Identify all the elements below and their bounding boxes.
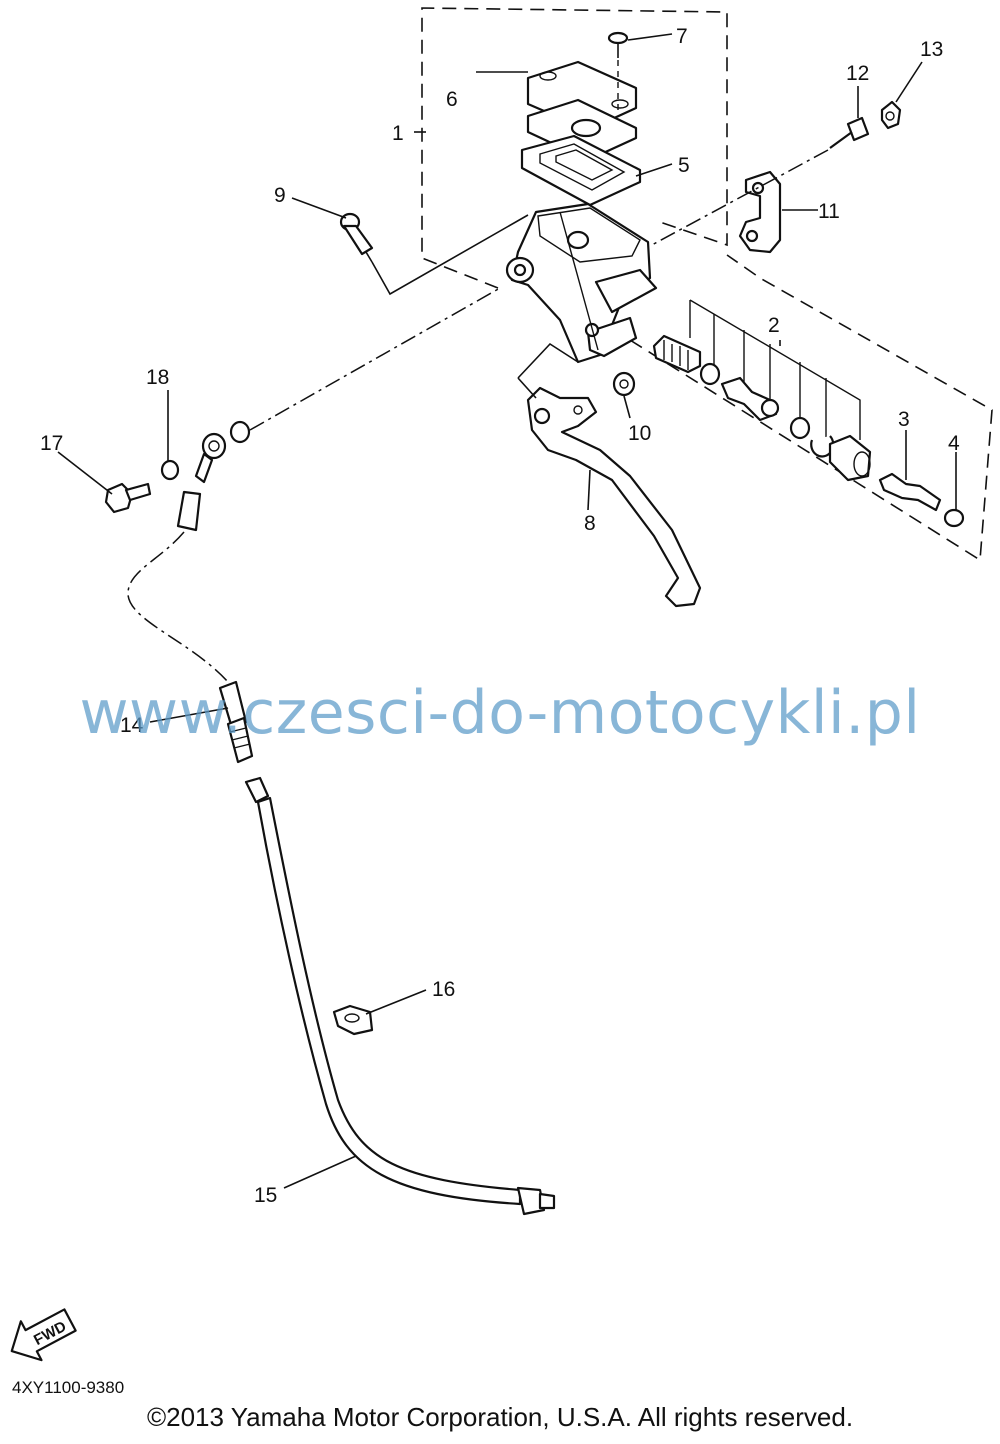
callout-14: 14 (120, 714, 144, 737)
banjo-fitting-part (176, 432, 227, 532)
copyright-notice: ©2013 Yamaha Motor Corporation, U.S.A. A… (146, 1402, 854, 1432)
copper-washer-lower-part (160, 459, 180, 481)
fwd-arrow: FWD (10, 1308, 77, 1362)
callout-6: 6 (446, 88, 458, 111)
hose-joint-part (218, 680, 254, 764)
callout-9: 9 (274, 184, 286, 207)
push-rod-part (878, 472, 942, 512)
clutch-lever-part (526, 386, 702, 608)
callout-7: 7 (676, 25, 688, 48)
cap-screw-part (607, 31, 629, 112)
callout-13: 13 (920, 38, 943, 61)
master-cylinder-body-part (505, 202, 658, 364)
callout-17: 17 (40, 432, 63, 455)
clutch-hose-part (244, 776, 556, 1216)
callout-8: 8 (584, 512, 596, 535)
holder-nut-part (880, 100, 902, 130)
diaphragm-part (526, 98, 638, 162)
callout-1: 1 (392, 122, 404, 145)
assembly-box-piston-kit (629, 254, 993, 562)
pivot-bolt-part (339, 212, 374, 263)
lever-guide (517, 342, 579, 379)
watermark: www.czesci-do-motocykli.pl (79, 678, 921, 748)
hose-clip-part (332, 1004, 374, 1036)
pivot-bolt-guide (371, 214, 529, 296)
copper-washer-upper-part (229, 420, 251, 444)
callout-2: 2 (768, 314, 780, 337)
holder-bolt-centerline (649, 149, 829, 247)
callout-11: 11 (818, 200, 840, 223)
dust-boot-part (943, 508, 965, 528)
leader-lines (57, 33, 957, 1189)
callout-15: 15 (254, 1184, 277, 1207)
callout-3: 3 (898, 408, 910, 431)
union-bolt-part (104, 482, 152, 514)
assembly-box-master-cylinder (421, 7, 728, 289)
callout-18: 18 (146, 366, 169, 389)
holder-part (738, 170, 782, 254)
callout-4: 4 (948, 432, 960, 455)
callout-10: 10 (628, 422, 651, 445)
holder-bolt-part (829, 116, 870, 149)
gasket-part (520, 134, 642, 207)
hose-bolt-centerline (249, 287, 501, 431)
callout-12: 12 (846, 62, 869, 85)
hose-routing-upper (127, 531, 229, 683)
pivot-nut-part (612, 371, 636, 397)
callout-5: 5 (678, 154, 690, 177)
piston-kit-part (652, 299, 872, 482)
callout-16: 16 (432, 978, 455, 1001)
reference-code: 4XY1100-9380 (12, 1378, 125, 1397)
